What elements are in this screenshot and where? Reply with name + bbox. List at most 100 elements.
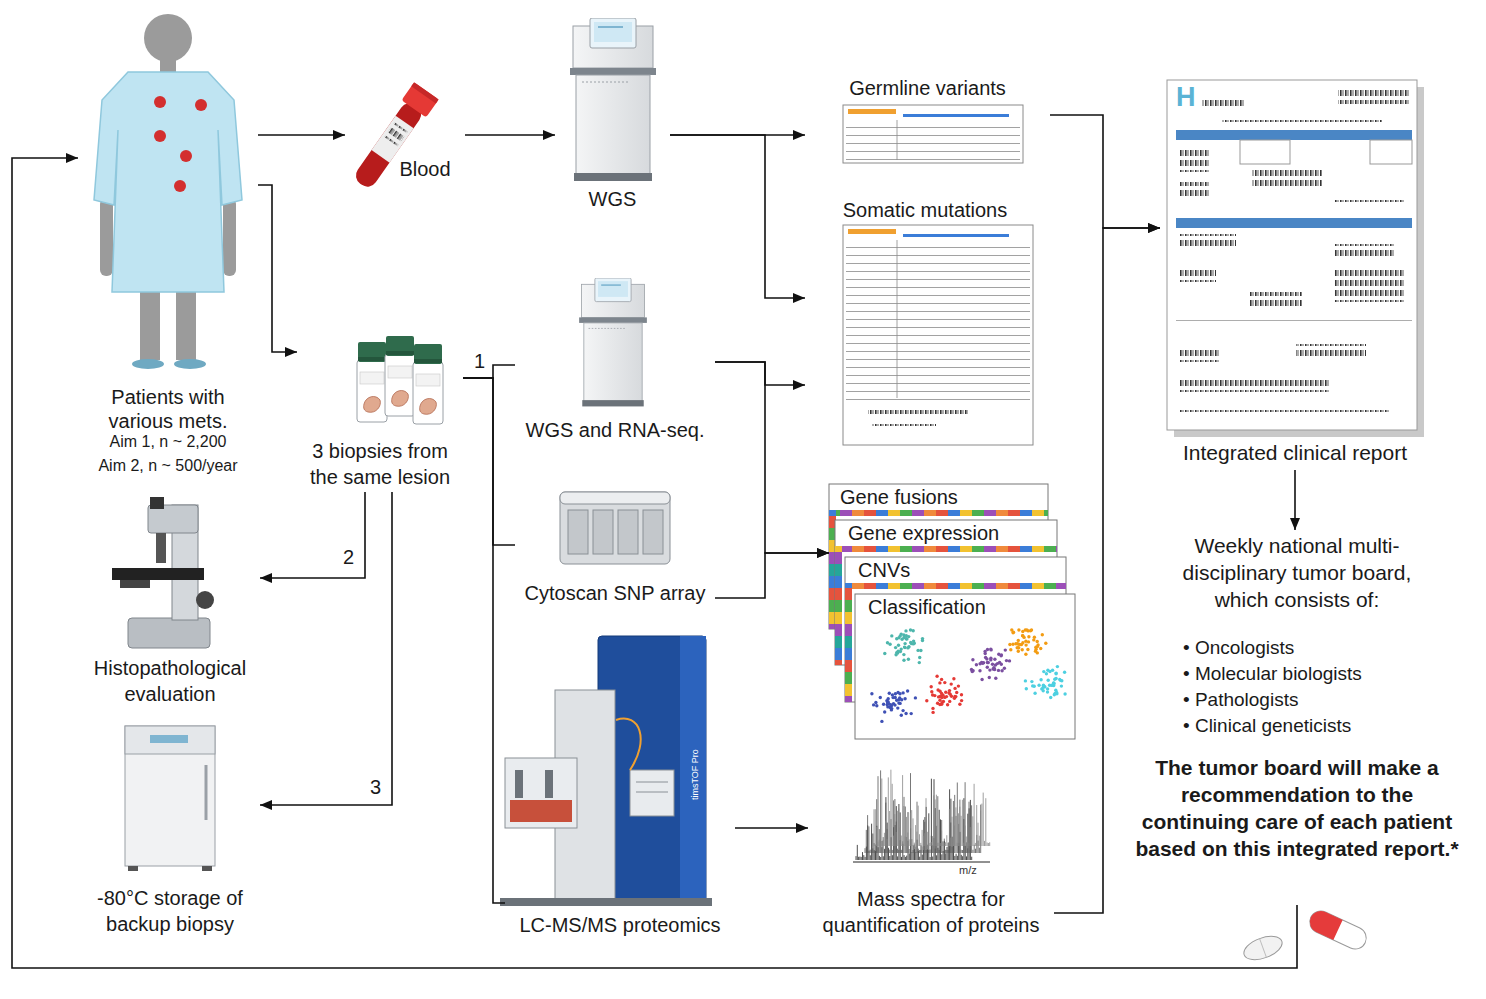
scatter-dot <box>957 684 960 687</box>
spectrum-peak <box>979 836 980 846</box>
spectrum-peak <box>918 806 919 846</box>
spectrum-peak <box>881 847 882 853</box>
scatter-dot <box>1025 628 1028 631</box>
scatter-dot <box>1047 679 1050 682</box>
scatter-dot <box>918 656 921 659</box>
spectrum-peak <box>906 856 907 860</box>
spectrum-peak <box>887 829 888 853</box>
spectrum-peak <box>894 814 895 846</box>
spectrum-peak <box>885 821 886 847</box>
scatter-dot <box>1026 648 1029 651</box>
scatter-dot <box>889 706 892 709</box>
node-label: Aim 2, n ~ 500/year <box>78 456 258 476</box>
scatter-dot <box>1021 634 1024 637</box>
diagram-node: WGS <box>555 15 670 215</box>
node-label: Cytoscan SNP array <box>510 581 720 605</box>
spectrum-peak <box>940 843 941 846</box>
scatter-dot <box>985 657 988 660</box>
spectrum-peak <box>874 809 875 846</box>
spectrum-peak <box>966 837 967 847</box>
spectrum-peak <box>987 843 988 847</box>
spectrum-peak <box>962 800 963 846</box>
spectrum-peak <box>861 857 862 860</box>
spectrum-peak <box>913 845 914 860</box>
spectrum-peak <box>966 856 967 860</box>
node-label: -80°C storage of backup biopsy <box>80 885 260 937</box>
diagram-node: -80°C storage of backup biopsy <box>80 722 260 939</box>
scatter-dot <box>903 646 906 649</box>
spectrum-peak <box>926 798 927 846</box>
scatter-dot <box>1030 680 1033 683</box>
spectrum-peak <box>913 850 914 853</box>
spectrum-peak <box>865 848 866 853</box>
scatter-dot <box>991 663 994 666</box>
spectrum-peak <box>940 846 941 853</box>
spectrum-peak <box>889 811 890 846</box>
scatter-dot <box>894 692 897 695</box>
scatter-dot <box>931 693 934 696</box>
spectrum-peak <box>962 850 963 853</box>
spectrum-peak <box>939 810 940 860</box>
spectrum-peak <box>905 837 906 846</box>
scatter-dot <box>944 691 947 694</box>
scatter-dot <box>896 650 899 653</box>
scatter-dot <box>1030 628 1033 631</box>
scatter-dot <box>978 669 981 672</box>
spectrum-peak <box>932 836 933 846</box>
scatter-dot <box>1056 665 1059 668</box>
node-label: CNVs <box>855 558 913 582</box>
scatter-dot <box>901 709 904 712</box>
scatter-dot <box>1054 672 1057 675</box>
scatter-dot <box>935 675 938 678</box>
spectrum-peak <box>965 782 966 853</box>
scatter-dot <box>1052 681 1055 684</box>
scatter-dot <box>1037 684 1040 687</box>
scatter-dot <box>902 659 905 662</box>
scatter-dot <box>986 666 989 669</box>
spectrum-peak <box>941 854 942 860</box>
spectrum-peak <box>954 795 955 853</box>
picture-label: timsTOF Pro <box>690 749 700 800</box>
scatter-dot <box>894 696 897 699</box>
spectrum-peak <box>940 819 941 860</box>
spectrum-peak <box>896 832 897 846</box>
scatter-dot <box>909 641 912 644</box>
spectrum-peak <box>945 853 946 860</box>
spectrum-peak <box>965 826 966 847</box>
diagram-node: Integrated clinical report <box>1160 78 1430 470</box>
spectrum-peak <box>900 828 901 846</box>
scatter-dot <box>1025 687 1028 690</box>
spectrum-peak <box>893 836 894 846</box>
diagram-node: Weekly national multi-disciplinary tumor… <box>1120 530 1475 905</box>
scatter-dot <box>898 692 901 695</box>
spectrum-peak <box>928 850 929 853</box>
spectrum-peak <box>919 857 920 860</box>
scatter-dot <box>1027 635 1030 638</box>
spectrum-peak <box>976 805 977 846</box>
scatter-dot <box>897 701 900 704</box>
spectrum-peak <box>933 795 934 846</box>
scatter-dot <box>888 643 891 646</box>
spectrum-peak <box>909 839 910 846</box>
spectrum-peak <box>971 839 972 846</box>
connector <box>463 365 515 378</box>
spectrum-peak <box>892 855 893 860</box>
diagram-node: CNVs <box>845 557 1066 702</box>
scatter-dot <box>1021 648 1024 651</box>
scatter-dot <box>1021 641 1024 644</box>
diagram-node: WGS and RNA-seq. <box>515 275 715 445</box>
scatter-dot <box>1060 684 1063 687</box>
spectrum-peak <box>939 850 940 853</box>
diagram-node: Somatic mutations <box>805 198 1045 448</box>
scatter-dot <box>1000 663 1003 666</box>
spectrum-peak <box>868 826 869 853</box>
spectrum-peak <box>915 846 916 853</box>
scatter-dot <box>1052 682 1055 685</box>
spectrum-peak <box>897 849 898 853</box>
scatter-dot <box>984 652 987 655</box>
node-label: WGS and RNA-seq. <box>515 418 715 442</box>
node-label: Classification <box>865 595 989 619</box>
node-label: • Clinical geneticists <box>1183 713 1463 738</box>
scatter-dot <box>940 696 943 699</box>
scatter-dot <box>1012 631 1015 634</box>
